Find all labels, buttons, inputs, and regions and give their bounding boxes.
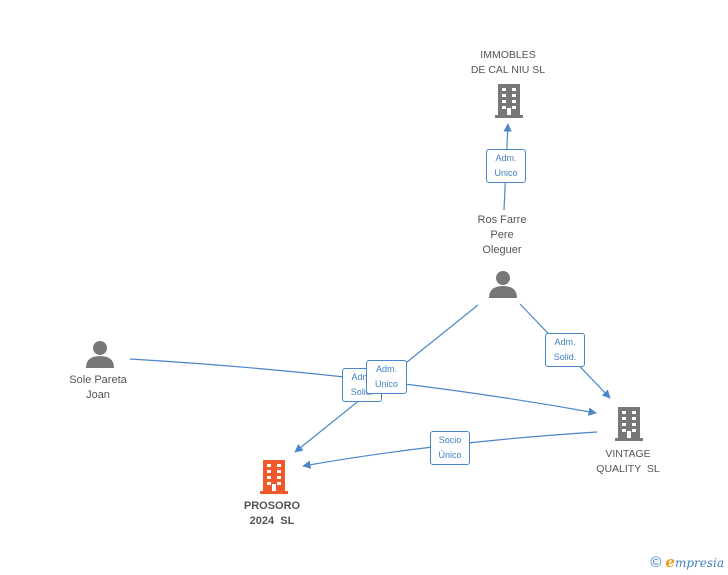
building-icon[interactable] bbox=[493, 84, 525, 118]
node-label-line: QUALITY SL bbox=[596, 463, 660, 475]
edge-label-line: Unico bbox=[374, 379, 398, 389]
edge-label-line: Adm. bbox=[554, 337, 576, 347]
node-label-line: 2024 SL bbox=[249, 515, 295, 527]
edge-label-line: Único bbox=[438, 450, 462, 460]
edge-label-line: Solid. bbox=[350, 387, 374, 397]
node-label-line: DE CAL NIU SL bbox=[470, 64, 546, 76]
edge-label-line: Adm. bbox=[375, 364, 397, 374]
person-icon[interactable] bbox=[488, 270, 518, 298]
edge-label-ros-vintage[interactable]: Adm. Solid. bbox=[545, 333, 585, 367]
edge-label-line: Adm. bbox=[495, 153, 517, 163]
copyright-symbol: © bbox=[650, 553, 662, 571]
node-label-line: Ros Farre bbox=[477, 214, 527, 226]
logo-text: mpresia bbox=[674, 556, 724, 570]
edge-label-ros-prosoro[interactable]: Adm. Unico bbox=[366, 360, 407, 394]
node-label-line: Joan bbox=[86, 389, 110, 401]
empresia-logo[interactable]: empresia bbox=[665, 553, 724, 571]
node-label-prosoro: PROSORO 2024 SL bbox=[244, 499, 300, 529]
edge-label-ros-immobles[interactable]: Adm. Unico bbox=[486, 149, 526, 183]
node-label-sole: Sole Pareta Joan bbox=[69, 373, 126, 403]
person-icon[interactable] bbox=[85, 340, 115, 368]
edge-label-line: Unico bbox=[494, 168, 518, 178]
node-label-line: Oleguer bbox=[482, 244, 522, 256]
logo-initial: e bbox=[665, 553, 675, 571]
node-label-line: VINTAGE bbox=[605, 448, 651, 460]
building-icon[interactable] bbox=[258, 460, 290, 494]
node-label-ros: Ros Farre Pere Oleguer bbox=[478, 213, 527, 258]
edge-label-line: Socio bbox=[438, 435, 462, 445]
node-label-line: Sole Pareta bbox=[69, 374, 127, 386]
empresia-watermark: © empresia bbox=[650, 553, 724, 571]
node-label-line: PROSORO bbox=[243, 500, 301, 512]
node-label-immobles: IMMOBLES DE CAL NIU SL bbox=[471, 48, 545, 78]
edge-label-line: Solid. bbox=[553, 352, 577, 362]
building-icon[interactable] bbox=[613, 407, 645, 441]
node-label-line: IMMOBLES bbox=[480, 49, 536, 61]
node-label-vintage: VINTAGE QUALITY SL bbox=[596, 447, 659, 477]
node-label-line: Pere bbox=[490, 229, 514, 241]
edge-label-vintage-prosoro[interactable]: Socio Único bbox=[430, 431, 470, 465]
edge-label-line: Adm. bbox=[351, 372, 373, 382]
